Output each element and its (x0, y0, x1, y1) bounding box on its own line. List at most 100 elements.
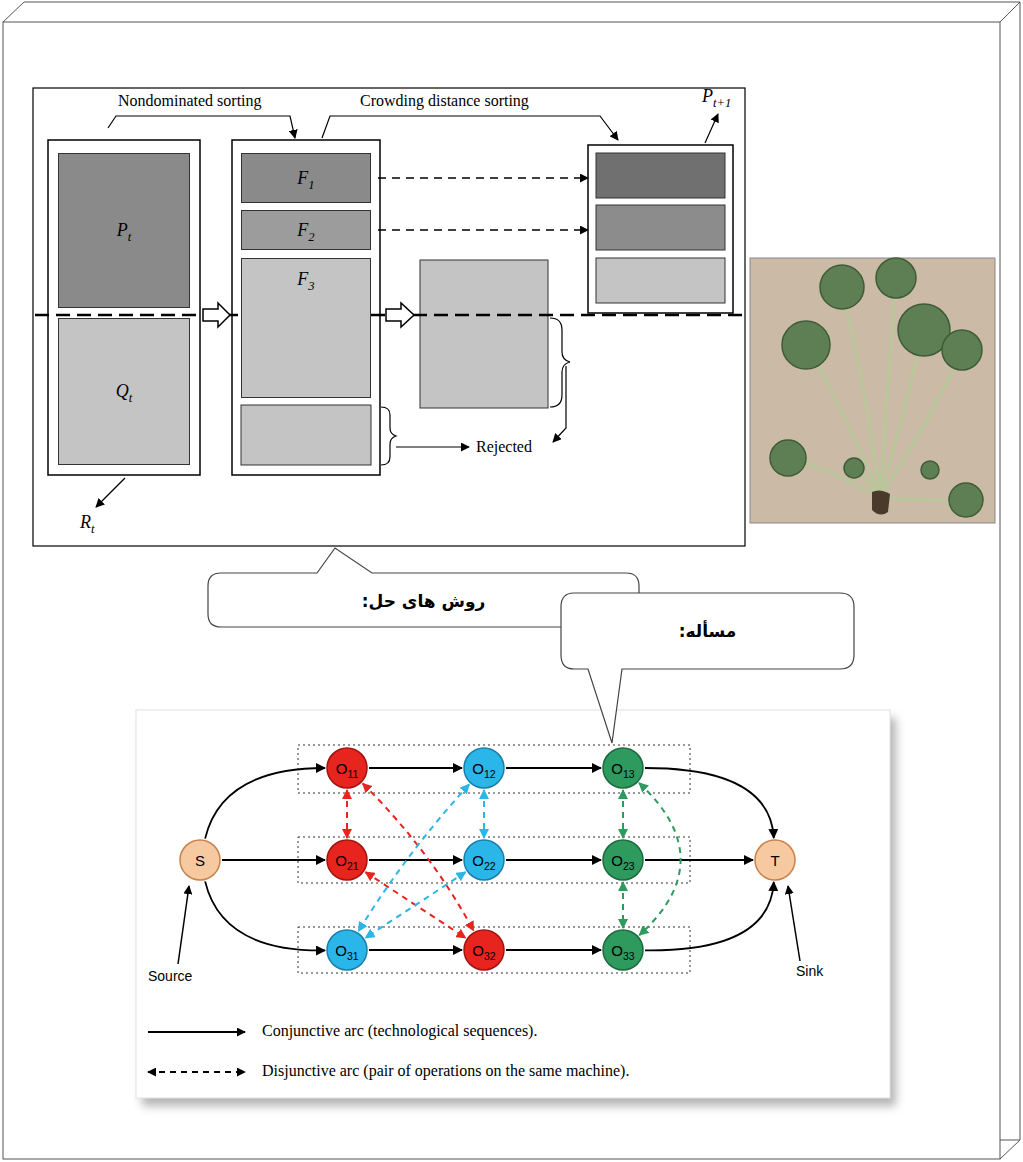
node-circle (327, 748, 367, 788)
conjunctive-arc (506, 949, 601, 951)
leader-arrow (396, 446, 469, 447)
node-circle (603, 840, 643, 880)
node-label: Pt (117, 220, 132, 241)
conjunctive-arc (506, 767, 601, 769)
node-label: O12 (472, 760, 495, 777)
front-box: F2 (241, 210, 371, 250)
node-label: F1 (297, 168, 314, 189)
node-circle (603, 930, 643, 970)
subscript: t+1 (713, 96, 731, 110)
operation-node: O21 (326, 839, 368, 881)
node-label: T (770, 852, 779, 869)
frame-front (3, 22, 1000, 1159)
operation-node: O31 (326, 929, 368, 971)
conjunctive-arc (506, 859, 601, 861)
disjunctive-arc (363, 784, 474, 931)
node-label: O32 (472, 942, 495, 959)
subscript: 32 (484, 950, 496, 962)
nsga-panel (33, 88, 745, 546)
subscript: 1 (308, 177, 314, 191)
node-label: O11 (336, 760, 359, 777)
callout-text: مسأله: (679, 621, 737, 641)
panel-ground (136, 710, 890, 1098)
conjunctive-arc (205, 881, 325, 950)
legend-solid-arrow (148, 1031, 245, 1033)
leader-arrow (96, 478, 125, 507)
subscript: 3 (308, 279, 314, 293)
disjunctive-arc (622, 882, 624, 928)
node-label: O23 (611, 852, 634, 869)
photo-ground (750, 258, 995, 523)
node-label: S (195, 852, 205, 869)
disjunctive-arc (346, 790, 348, 838)
copy-arrow (378, 177, 588, 178)
subscript: 12 (484, 768, 496, 780)
bubble-shape (561, 593, 854, 743)
conjunctive-arc (222, 859, 325, 861)
disjunctive-arc (365, 872, 465, 938)
population-label: Pt+1 (702, 86, 731, 107)
plant-photo (750, 258, 995, 523)
operation-node: O33 (602, 929, 644, 971)
subscript: t (128, 230, 132, 244)
node-circle (603, 748, 643, 788)
node-circle (180, 840, 220, 880)
process-label: Nondominated sorting (118, 92, 262, 110)
node-label: O13 (611, 760, 634, 777)
node-circle (327, 930, 367, 970)
column-frame (232, 140, 380, 475)
conjunctive-arc (645, 882, 774, 950)
subscript: 23 (623, 860, 635, 872)
copy-arrow (378, 229, 588, 230)
disjunctive-arc (639, 783, 681, 935)
node-circle (755, 840, 795, 880)
leader-arrow (788, 886, 800, 961)
disjunctive-arc (359, 784, 470, 931)
operation-node: O13 (602, 747, 644, 789)
subscript: 11 (347, 768, 358, 780)
callout-bubble: مسأله: (560, 592, 855, 745)
bubble-text-area: مسأله: (560, 592, 855, 670)
node-label: Qt (116, 381, 133, 402)
node-label: O33 (611, 942, 634, 959)
front-box: F3 (241, 258, 371, 398)
leader-arrow (108, 116, 295, 138)
column-frame (588, 145, 733, 313)
plant-stems (792, 282, 962, 500)
node-label: O21 (335, 852, 358, 869)
frame-back (3, 2, 1020, 1159)
leader-arrow (178, 886, 189, 964)
bracket (381, 407, 396, 465)
node-label: F3 (297, 269, 314, 290)
leader-arrow (553, 366, 566, 442)
node-circle (327, 840, 367, 880)
disjunctive-arc (483, 790, 485, 838)
conjunctive-arc (645, 768, 774, 838)
operation-node: O11 (326, 747, 368, 789)
plant-root (872, 490, 890, 514)
job-group (298, 927, 690, 973)
node-circle (464, 748, 504, 788)
subscript: 22 (484, 860, 496, 872)
sink-node: T (754, 839, 796, 881)
disjunctive-arc (622, 790, 624, 838)
process-label: Crowding distance sorting (360, 92, 529, 110)
next-front-box (596, 153, 725, 198)
leader-arrow (322, 116, 618, 140)
source-node: S (179, 839, 221, 881)
source-label: Source (148, 968, 192, 984)
legend-dashed-arrow (148, 1071, 245, 1073)
block-arrow (386, 303, 414, 327)
next-front-box (596, 205, 725, 250)
callout-text: روش های حل: (362, 591, 486, 611)
legend-text: Conjunctive arc (technological sequences… (262, 1022, 537, 1040)
operation-node: O22 (463, 839, 505, 881)
subscript: 13 (623, 768, 635, 780)
job-group (298, 837, 690, 883)
subscript: 21 (347, 860, 359, 872)
column-frame (48, 140, 200, 475)
panel-border (33, 88, 745, 546)
conjunctive-arc (369, 949, 462, 951)
operation-node: O23 (602, 839, 644, 881)
